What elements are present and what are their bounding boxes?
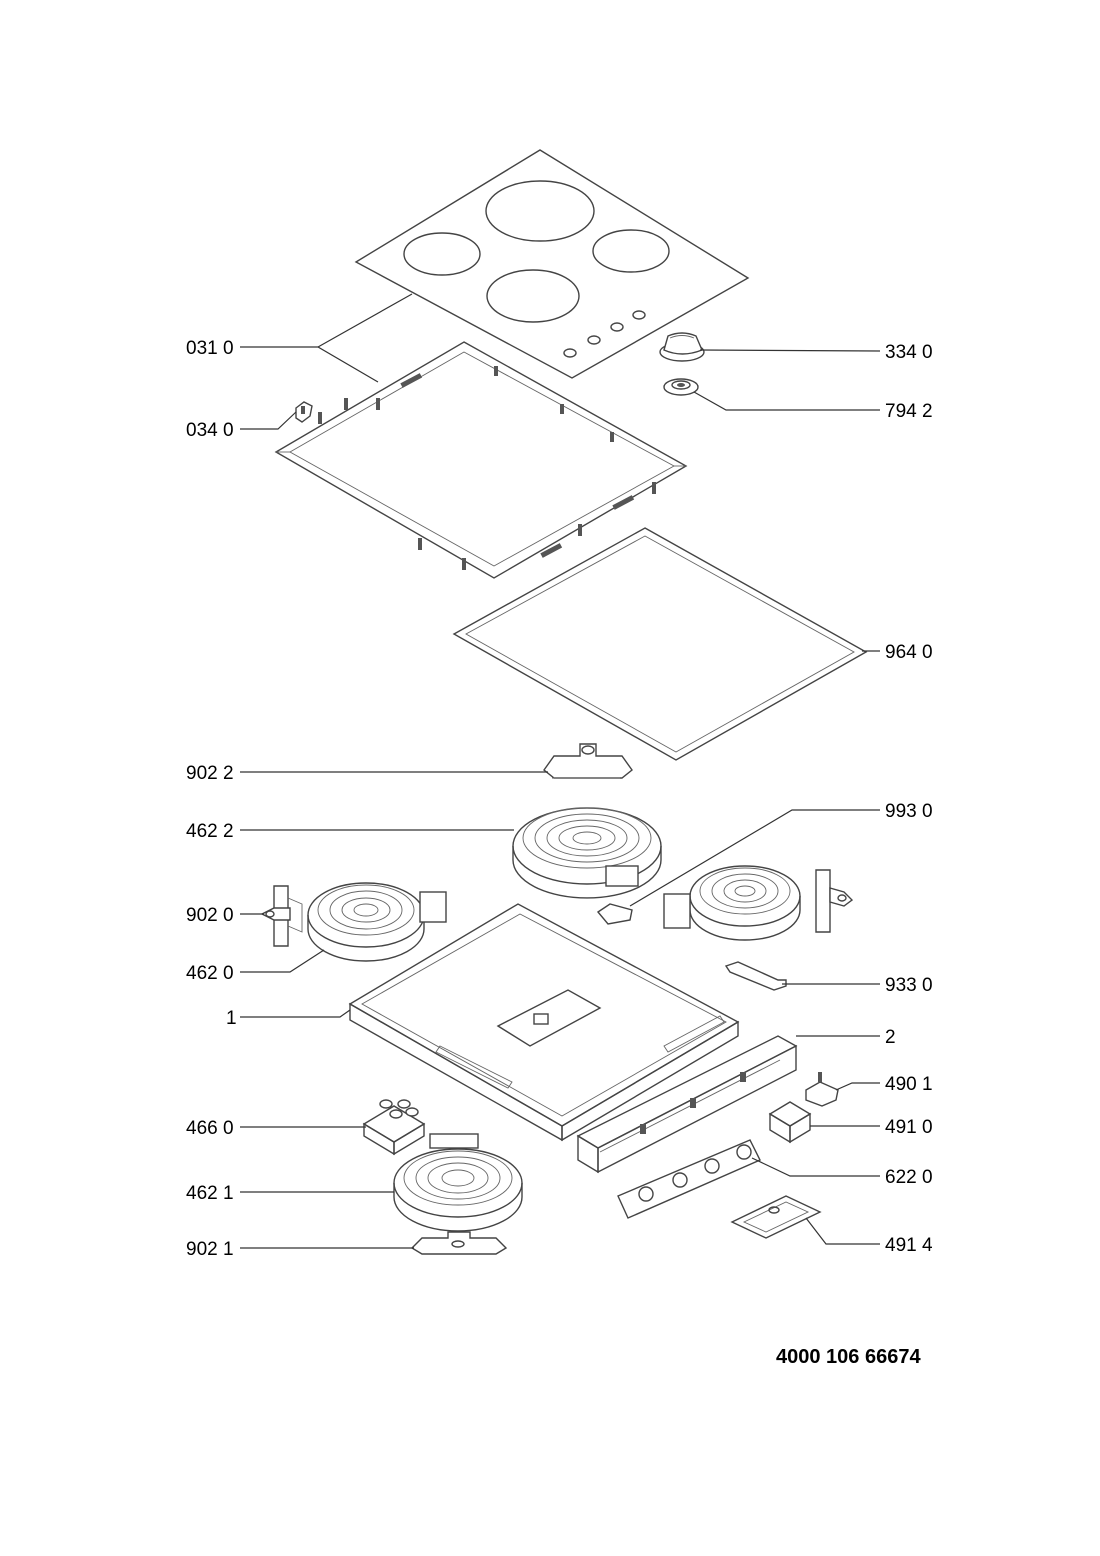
label-clip-right: 993 0 xyxy=(885,801,933,822)
document-number: 4000 106 66674 xyxy=(776,1346,921,1368)
switch-small-drawing xyxy=(805,1072,839,1107)
bracket-top-drawing xyxy=(543,743,633,779)
label-knob: 334 0 xyxy=(885,342,933,363)
label-gasket: 964 0 xyxy=(885,642,933,663)
label-switch-block: 491 0 xyxy=(885,1117,933,1138)
label-frame-clip: 034 0 xyxy=(186,420,234,441)
leader-lines xyxy=(240,293,881,1249)
glass-top-drawing xyxy=(354,149,750,379)
bracket-bottom-drawing xyxy=(410,1231,508,1255)
hotplate-bottom-drawing xyxy=(393,1133,523,1232)
control-housing-drawing xyxy=(576,1035,798,1174)
label-plate-left: 462 0 xyxy=(186,963,234,984)
knob-ring-drawing xyxy=(663,378,699,396)
label-plate-bottom: 462 1 xyxy=(186,1183,234,1204)
label-switch-small: 490 1 xyxy=(885,1074,933,1095)
label-cover-plate: 491 4 xyxy=(885,1235,933,1256)
label-plate-large: 462 2 xyxy=(186,821,234,842)
label-bracket-top: 902 2 xyxy=(186,763,234,784)
base-tray-drawing xyxy=(348,903,740,1142)
label-bracket-bottom: 902 1 xyxy=(186,1239,234,1260)
label-knob-ring: 794 2 xyxy=(885,401,933,422)
knob-drawing xyxy=(659,332,705,362)
terminal-block-drawing xyxy=(362,1099,426,1156)
label-base-tray: 1 xyxy=(226,1008,237,1029)
label-bracket-small: 933 0 xyxy=(885,975,933,996)
regulators-drawing xyxy=(617,1139,761,1219)
bracket-right-drawing xyxy=(815,869,854,933)
label-glass-top: 031 0 xyxy=(186,338,234,359)
hotplate-large-drawing xyxy=(512,807,662,899)
label-bracket-left: 902 0 xyxy=(186,905,234,926)
label-control-housing: 2 xyxy=(885,1027,896,1048)
bracket-small-drawing xyxy=(724,961,787,991)
hotplate-right-drawing xyxy=(663,865,801,941)
label-terminal-block: 466 0 xyxy=(186,1118,234,1139)
label-regulators: 622 0 xyxy=(885,1167,933,1188)
switch-block-drawing xyxy=(768,1101,812,1144)
gasket-drawing xyxy=(452,527,868,761)
frame-clip-drawing xyxy=(295,401,313,423)
cover-plate-drawing xyxy=(730,1195,822,1239)
hotplate-left-drawing xyxy=(307,882,447,962)
clip-right-drawing xyxy=(596,903,633,925)
bracket-left-drawing xyxy=(260,885,303,947)
frame-drawing xyxy=(274,341,688,579)
